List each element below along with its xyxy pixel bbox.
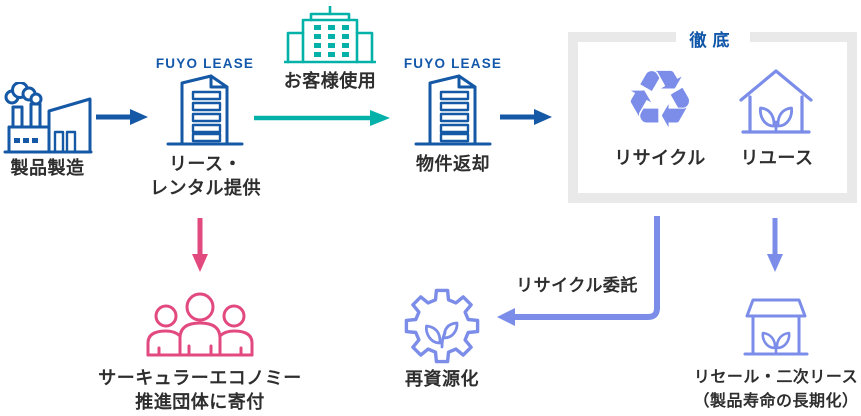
arrow-lease-to-donation <box>192 218 208 272</box>
property-return-label: 物件返却 <box>416 154 490 174</box>
manufacture-label: 製品製造 <box>10 158 85 178</box>
recycle-consignment-label: リサイクル委託 <box>516 276 638 295</box>
recycle-icon: ♻ <box>624 53 696 146</box>
resale-label-line2: （製品寿命の長期化） <box>693 393 859 410</box>
fuyo-lease-logo: FUYO LEASE <box>155 56 255 71</box>
people-group-icon <box>146 292 254 357</box>
store-leaf-icon <box>743 298 809 356</box>
lease-label-line2: レンタル提供 <box>150 178 261 198</box>
reuse-house-icon <box>739 69 813 134</box>
lease-building-icon <box>166 74 244 146</box>
lease-label-line1: リース・ <box>168 154 243 174</box>
arrow-recycle-consignment <box>497 216 660 326</box>
factory-icon <box>3 82 93 154</box>
thorough-box-title: 徹底 <box>675 28 750 54</box>
lease-label: リース・ レンタル提供 <box>128 152 283 200</box>
gear-leaf-icon <box>404 288 480 364</box>
donation-label: サーキュラーエコノミー 推進団体に寄付 <box>92 366 308 414</box>
resale-label: リセール・二次リース （製品寿命の長期化） <box>676 366 861 414</box>
reuse-label: リユース <box>740 148 814 168</box>
customer-use-label: お客様使用 <box>283 71 377 91</box>
arrow-return-to-box <box>500 109 552 125</box>
customer-building-icon <box>284 6 376 64</box>
arrow-manufacture-to-lease <box>96 109 148 125</box>
return-building-icon <box>414 74 492 146</box>
arrow-customer-use <box>254 110 390 126</box>
arrow-reuse-to-resale <box>767 218 783 272</box>
donation-label-line1: サーキュラーエコノミー <box>98 368 302 388</box>
donation-label-line2: 推進団体に寄付 <box>135 392 265 412</box>
fuyo-lease-logo: FUYO LEASE <box>403 56 503 71</box>
re-resourcing-label: 再資源化 <box>405 369 479 389</box>
thorough-box: 徹底 ♻ リサイクル リユース <box>568 28 857 203</box>
resale-label-line1: リセール・二次リース <box>693 369 859 386</box>
recycle-label: リサイクル <box>614 148 706 168</box>
